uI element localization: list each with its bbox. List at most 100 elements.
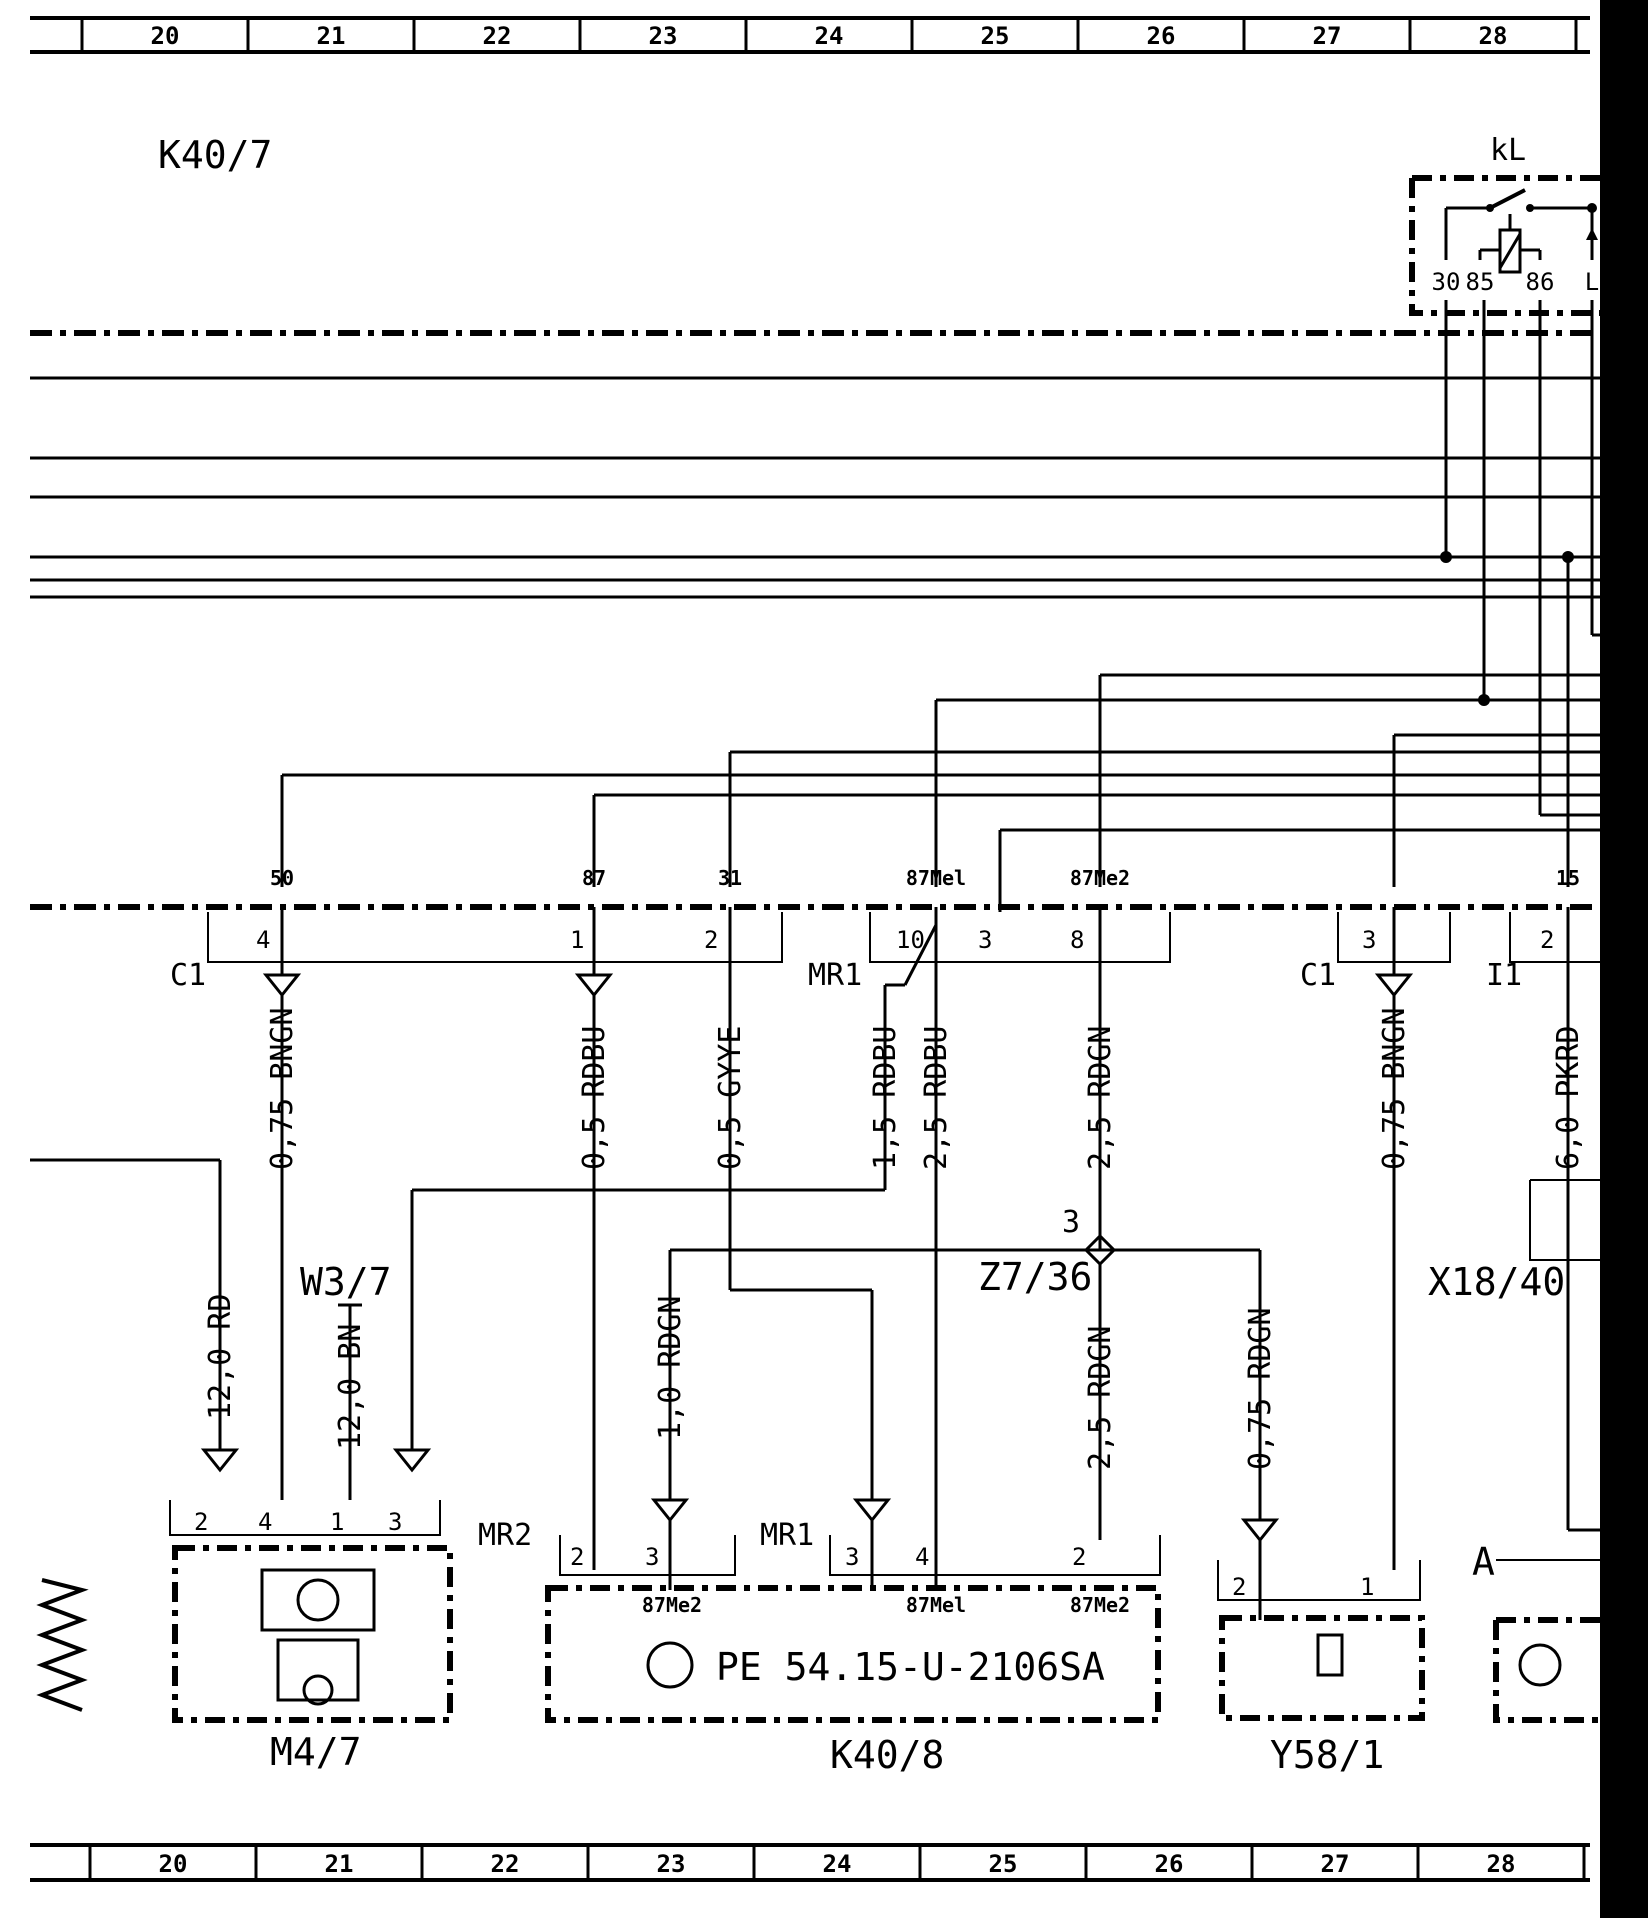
module-k40-7-label: K40/7	[158, 133, 272, 177]
m47-pin-4: 4	[258, 1508, 272, 1536]
page-edge-bar	[1600, 0, 1648, 1918]
grid-col-26: 26	[1147, 22, 1176, 50]
fan-motor-area: 12,0 RD W3/7 12,0 BN 2 4 1 3 M4/7	[30, 1158, 887, 1774]
c1-pin-4: 4	[256, 926, 270, 954]
plug-x18-40-label: X18/40	[1428, 1260, 1565, 1304]
transistor-icon	[296, 1578, 340, 1622]
valve-y58-1-label: Y58/1	[1270, 1733, 1384, 1777]
grid-col-22-bottom: 22	[491, 1850, 520, 1878]
c1-pin-2: 2	[704, 926, 718, 954]
k408-mr1-pin-3: 3	[845, 1543, 859, 1571]
grid-col-20: 20	[151, 22, 180, 50]
module-a: A	[1472, 1540, 1600, 1723]
wire-label-12-0-bn: 12,0 BN	[333, 1324, 368, 1450]
connector-mr1-label: MR1	[808, 958, 862, 993]
valve-icon	[1316, 1633, 1344, 1677]
grid-col-23: 23	[649, 22, 678, 50]
m47-pin-3: 3	[388, 1508, 402, 1536]
terminal-15: 15	[1556, 866, 1580, 890]
grid-col-24: 24	[815, 22, 844, 50]
grid-col-25-bottom: 25	[989, 1850, 1018, 1878]
y58-pin-1: 1	[1360, 1573, 1374, 1601]
z7-36-label: Z7/36	[978, 1255, 1092, 1299]
grid-col-21-bottom: 21	[325, 1850, 354, 1878]
k408-sub-87mel: 87Mel	[906, 1593, 966, 1617]
grid-col-23-bottom: 23	[657, 1850, 686, 1878]
wire-labels: 0,75 BNGN 0,5 RDBU 0,5 GYYE 1,5 RDBU 2,5…	[265, 995, 1586, 1570]
z7-36-pin: 3	[1062, 1205, 1080, 1240]
i1-pin-2: 2	[1540, 926, 1554, 954]
fan-motor-m4-7-label: M4/7	[270, 1730, 362, 1774]
k408-mr2-pin-2: 2	[570, 1543, 584, 1571]
module-a-label: A	[1472, 1540, 1495, 1584]
grid-col-28-bottom: 28	[1487, 1850, 1516, 1878]
wire-label-1-0-rdgn: 1,0 RDGN	[653, 1296, 688, 1441]
wire-label-0-75-bngn: 0,75 BNGN	[265, 1007, 300, 1170]
relay-module-k40-8-label: K40/8	[830, 1733, 944, 1777]
connector-block-c1: C1 4 1 2	[170, 907, 783, 1290]
connector-block-mr1: MR1 10 3 8	[808, 907, 1171, 1250]
terminal-87: 87	[582, 866, 606, 890]
m47-pin-2: 2	[194, 1508, 208, 1536]
wire-label-12-0-rd: 12,0 RD	[203, 1294, 238, 1420]
relay-kl-label: kL	[1490, 133, 1526, 168]
connector-block-i1: I1 2	[1486, 907, 1600, 1530]
splice-icon	[1083, 1233, 1117, 1267]
wire-label-0-5-gyye: 0,5 GYYE	[713, 1026, 748, 1171]
terminal-31: 31	[718, 866, 742, 890]
wire-label-0-75-bngn-right: 0,75 BNGN	[1377, 1007, 1412, 1170]
wire-label-2-5-rdgn: 2,5 RDGN	[1083, 1026, 1118, 1171]
grid-col-21: 21	[317, 22, 346, 50]
c1r-pin-3: 3	[1362, 926, 1376, 954]
relay-kl: kL 30 85 86 L	[1409, 133, 1600, 817]
terminal-87mel: 87Mel	[906, 866, 966, 890]
grid-col-24-bottom: 24	[823, 1850, 852, 1878]
wire-label-2-5-rdgn-lower: 2,5 RDGN	[1083, 1326, 1118, 1471]
k408-sub-87me2-left: 87Me2	[642, 1593, 702, 1617]
transistor-icon-k408	[646, 1641, 694, 1689]
mr1-pin-10: 10	[896, 926, 925, 954]
wire-label-0-75-rdgn: 0,75 RDGN	[1243, 1307, 1278, 1470]
distribution-wires	[280, 557, 1600, 912]
grid-col-25: 25	[981, 22, 1010, 50]
bus-lines	[30, 330, 1600, 599]
wire-label-0-5-rdbu: 0,5 RDBU	[577, 1026, 612, 1171]
bottom-grid-ruler: 20 21 22 23 24 25 26 27 28	[30, 1843, 1590, 1882]
relay-pin-86: 86	[1526, 268, 1555, 296]
k408-sub-87me2-right: 87Me2	[1070, 1593, 1130, 1617]
wire-label-1-5-rdbu: 1,5 RDBU	[868, 1026, 903, 1171]
y58-pin-2: 2	[1232, 1573, 1246, 1601]
terminal-50: 50	[270, 866, 294, 890]
valve-y58-1: 2 1 Y58/1	[1217, 1540, 1425, 1777]
connector-mr2-label: MR2	[478, 1518, 532, 1553]
grid-col-22: 22	[483, 22, 512, 50]
grid-col-27-bottom: 27	[1321, 1850, 1350, 1878]
relay-pin-l: L	[1585, 268, 1599, 296]
transistor-icon-a	[1518, 1643, 1562, 1687]
wire-label-2-5-rdbu: 2,5 RDBU	[919, 1026, 954, 1171]
relay-pin-85: 85	[1466, 268, 1495, 296]
relay-module-k40-8: MR2 MR1 2 3 3 4 2 87Me2 87Mel 87Me2 PE 5…	[478, 1160, 1161, 1777]
m47-pin-1: 1	[330, 1508, 344, 1536]
grid-col-28: 28	[1479, 22, 1508, 50]
c1-pin-1: 1	[570, 926, 584, 954]
k408-reference: PE 54.15-U-2106SA	[716, 1645, 1105, 1689]
k408-mr2-pin-3: 3	[645, 1543, 659, 1571]
grid-col-20-bottom: 20	[159, 1850, 188, 1878]
plug-x18-40: X18/40	[1428, 1179, 1600, 1532]
connector-sleeve-z7-36: 1,0 RDGN 3 Z7/36 2,5 RDGN 0,75 RDGN	[650, 1205, 1280, 1543]
wire-label-6-0-pkrd: 6,0 PKRD	[1551, 1026, 1586, 1171]
relay-pin-30: 30	[1432, 268, 1461, 296]
mr1-pin-3: 3	[978, 926, 992, 954]
grid-col-27: 27	[1313, 22, 1342, 50]
connector-block-c1-right: C1 3	[1300, 907, 1451, 998]
mr1-pin-8: 8	[1070, 926, 1084, 954]
grid-col-26-bottom: 26	[1155, 1850, 1184, 1878]
connector-mr1-bottom-label: MR1	[760, 1518, 814, 1553]
terminal-87me2: 87Me2	[1070, 866, 1130, 890]
resistor-icon	[36, 1578, 89, 1712]
ground-w3-7-label: W3/7	[300, 1260, 392, 1304]
top-grid-ruler: 20 21 22 23 24 25 26 27 28	[30, 16, 1590, 54]
